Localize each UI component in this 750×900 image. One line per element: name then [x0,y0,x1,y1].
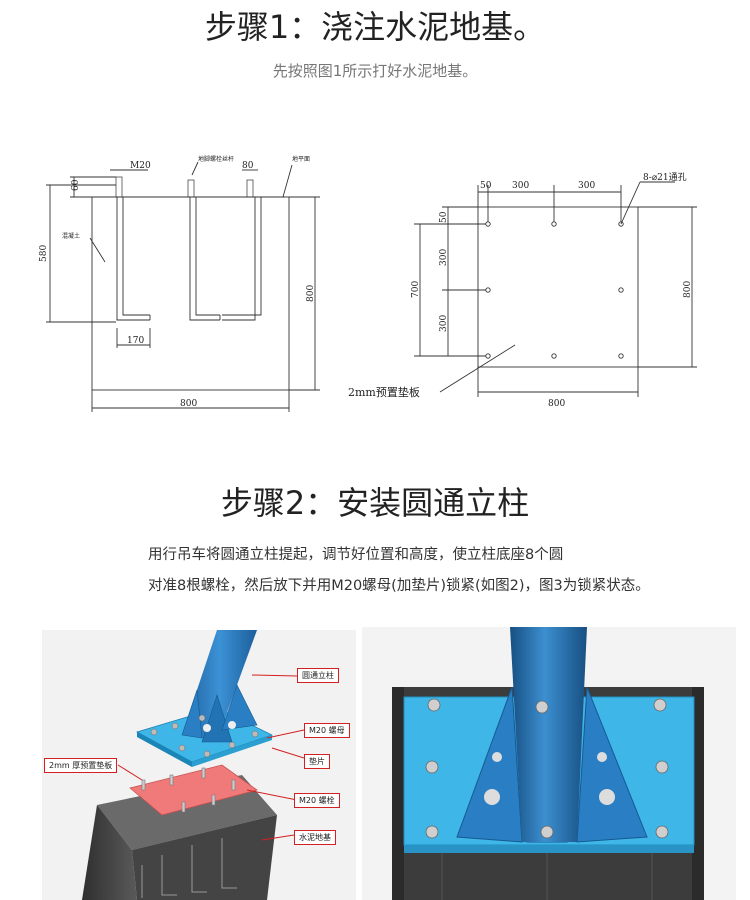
dim-50-top: 50 [480,181,492,191]
dim-800-bottom: 800 [180,399,197,409]
dim-800-plate-right: 800 [683,281,693,298]
dim-170: 170 [127,336,144,346]
dim-60: 60 [71,179,81,191]
plate-plan-drawing: 50 300 300 8-⌀21通孔 50 300 700 300 800 2m… [348,172,697,409]
step2-title: 步骤2：安装圆通立柱 [220,484,530,522]
callout-nut: M20 螺母 [304,723,350,738]
dim-800-plate-bottom: 800 [548,399,565,409]
callout-plate: 2mm 厚预置垫板 [44,758,118,773]
step2-line1: 用行吊车将圆通立柱提起，调节好位置和高度，使立柱底座8个圆 [148,547,564,563]
callout-washer: 垫片 [304,754,330,769]
ground-label: 地平面 [292,155,310,163]
step2-line2: 对准8根螺栓，然后放下并用M20螺母(加垫片)锁紧(如图2)，图3为锁紧状态。 [148,578,650,594]
bolt-label: 地脚螺栓丝杆 [198,155,234,163]
step1-title: 步骤1：浇注水泥地基。 [204,8,546,46]
figure2-exploded-view: 圆通立柱 M20 螺母 垫片 2mm 厚预置垫板 M20 螺栓 水泥地基 [42,630,356,900]
plate-label: 2mm预置垫板 [348,385,420,399]
dim-300-left-b: 300 [439,315,449,332]
callout-bolt: M20 螺栓 [294,793,340,808]
holes-label: 8-⌀21通孔 [643,172,687,183]
m20-dim: M20 [130,161,151,171]
foundation-section-drawing: M20 地脚螺栓丝杆 80 地平面 60 580 混凝土 170 800 800 [39,155,320,412]
concrete-label: 混凝土 [62,232,80,240]
dim-300-top-a: 300 [512,181,529,191]
dim-800-right: 800 [306,285,316,302]
dim-300-top-b: 300 [578,181,595,191]
callout-pole: 圆通立柱 [297,668,339,683]
figure3-locked-view [362,627,736,900]
step1-subtitle: 先按照图1所示打好水泥地基。 [272,62,478,80]
dim-700: 700 [411,281,421,298]
dim-580: 580 [39,245,49,262]
dim-300-left-a: 300 [439,249,449,266]
dim-50-left: 50 [439,211,449,223]
dim-80-top: 80 [242,161,254,171]
callout-base: 水泥地基 [294,830,336,845]
